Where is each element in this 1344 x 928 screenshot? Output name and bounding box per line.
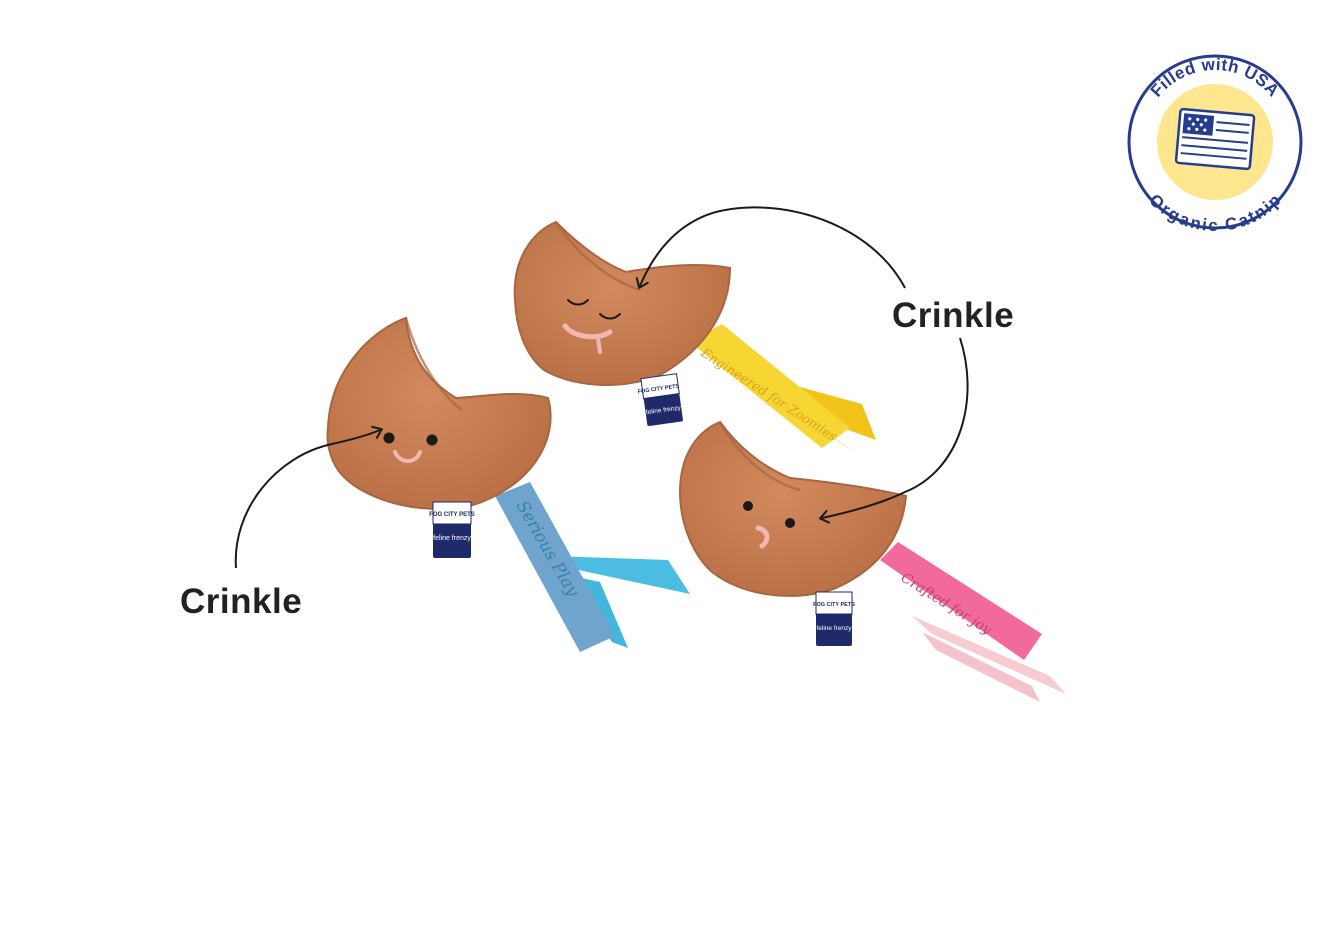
right-eye — [785, 518, 795, 528]
sleepy-fortune-cookie: FOG CITY PETS feline frenzy — [513, 220, 732, 427]
right-tag-brand-bottom: feline frenzy — [816, 625, 852, 632]
left-eye — [743, 501, 753, 511]
pink-ribbon: Crafted for joy — [880, 542, 1066, 702]
left-tag-brand-bottom: feline frenzy — [433, 535, 471, 542]
right-tag-brand-top: FOG CITY PETS — [813, 602, 855, 608]
smiling-fortune-cookie: FOG CITY PETS feline frenzy — [326, 316, 552, 558]
usa-catnip-badge: Filled with USA Organic Catnip — [1127, 54, 1303, 235]
crinkle-callout-right: Crinkle — [892, 296, 1015, 335]
middle-tag-brand-bottom: feline frenzy — [646, 404, 682, 416]
surprised-fortune-cookie: FOG CITY PETS feline frenzy — [678, 420, 908, 646]
crinkle-callout-left: Crinkle — [180, 582, 303, 621]
usa-flag-icon — [1174, 107, 1256, 171]
right-eye — [426, 434, 438, 446]
arrow-to-left-cookie — [234, 425, 383, 569]
blue-ribbon: Serious Play — [495, 482, 690, 652]
left-eye — [383, 432, 395, 444]
arrow-to-middle-cookie — [635, 206, 906, 289]
arrow-to-right-cookie — [819, 337, 969, 524]
middle-tag-brand-top: FOG CITY PETS — [637, 383, 680, 395]
left-tag-brand-top: FOG CITY PETS — [429, 512, 475, 518]
